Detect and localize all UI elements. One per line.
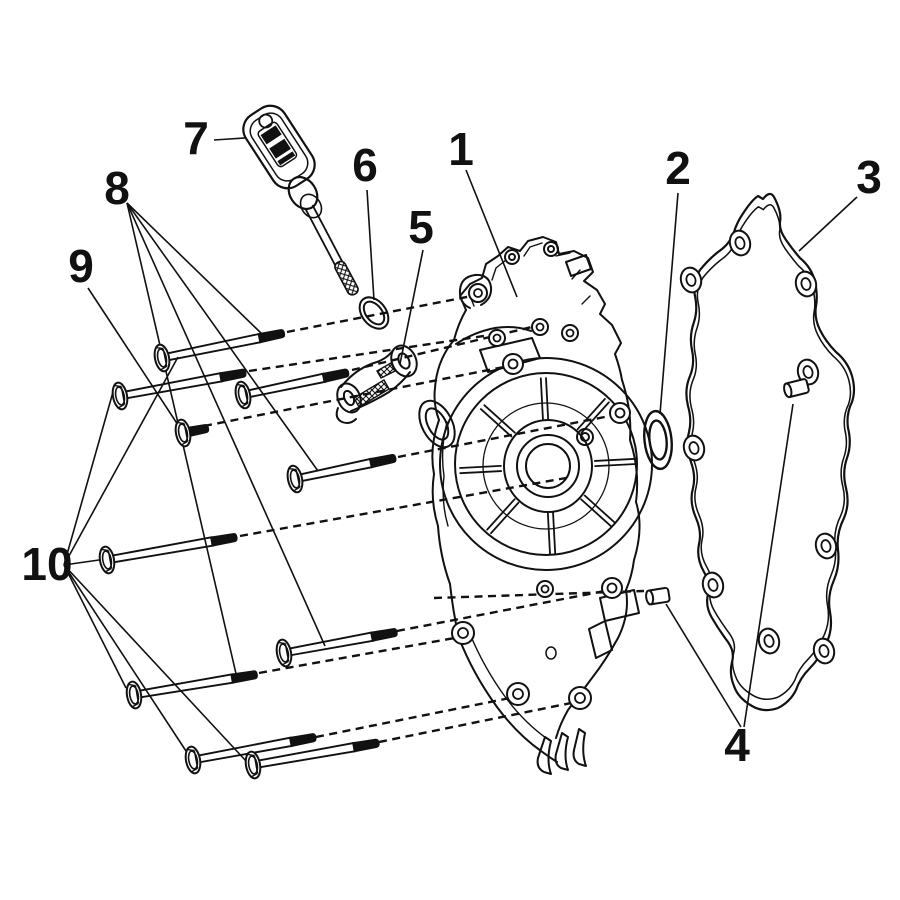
flange-bolt (275, 628, 398, 668)
callout-7: 7 (183, 112, 209, 164)
callout-4: 4 (724, 719, 750, 771)
callout-5: 5 (408, 201, 434, 253)
callout-3: 3 (856, 151, 882, 203)
small-o-ring (358, 296, 390, 330)
flange-bolt (111, 368, 247, 411)
dowel-pin (783, 378, 810, 399)
retainer-bracket (335, 344, 418, 424)
crankcase-cover (418, 236, 653, 775)
callout-1: 1 (448, 123, 474, 175)
cover-gasket (679, 192, 856, 712)
flange-bolt (98, 533, 238, 575)
flange-bolt (184, 733, 317, 775)
callout-10: 10 (21, 538, 72, 590)
callout-2: 2 (665, 142, 691, 194)
flange-bolt (244, 738, 380, 780)
flange-bolt (153, 329, 286, 373)
dowel-pin (645, 586, 671, 606)
callout-6: 6 (352, 139, 378, 191)
o-ring-seal (643, 409, 673, 471)
flange-bolt (234, 368, 350, 410)
callout-9: 9 (68, 240, 94, 292)
bolt-set (98, 329, 398, 780)
oil-dipstick (242, 104, 359, 296)
callout-8: 8 (104, 162, 130, 214)
flange-bolt (286, 453, 397, 494)
flange-bolt (125, 670, 258, 710)
dowel-pins (645, 378, 810, 606)
callout-numbers: 1 2 3 4 5 6 7 8 9 10 (21, 112, 881, 771)
flange-bolt-short (174, 418, 210, 448)
